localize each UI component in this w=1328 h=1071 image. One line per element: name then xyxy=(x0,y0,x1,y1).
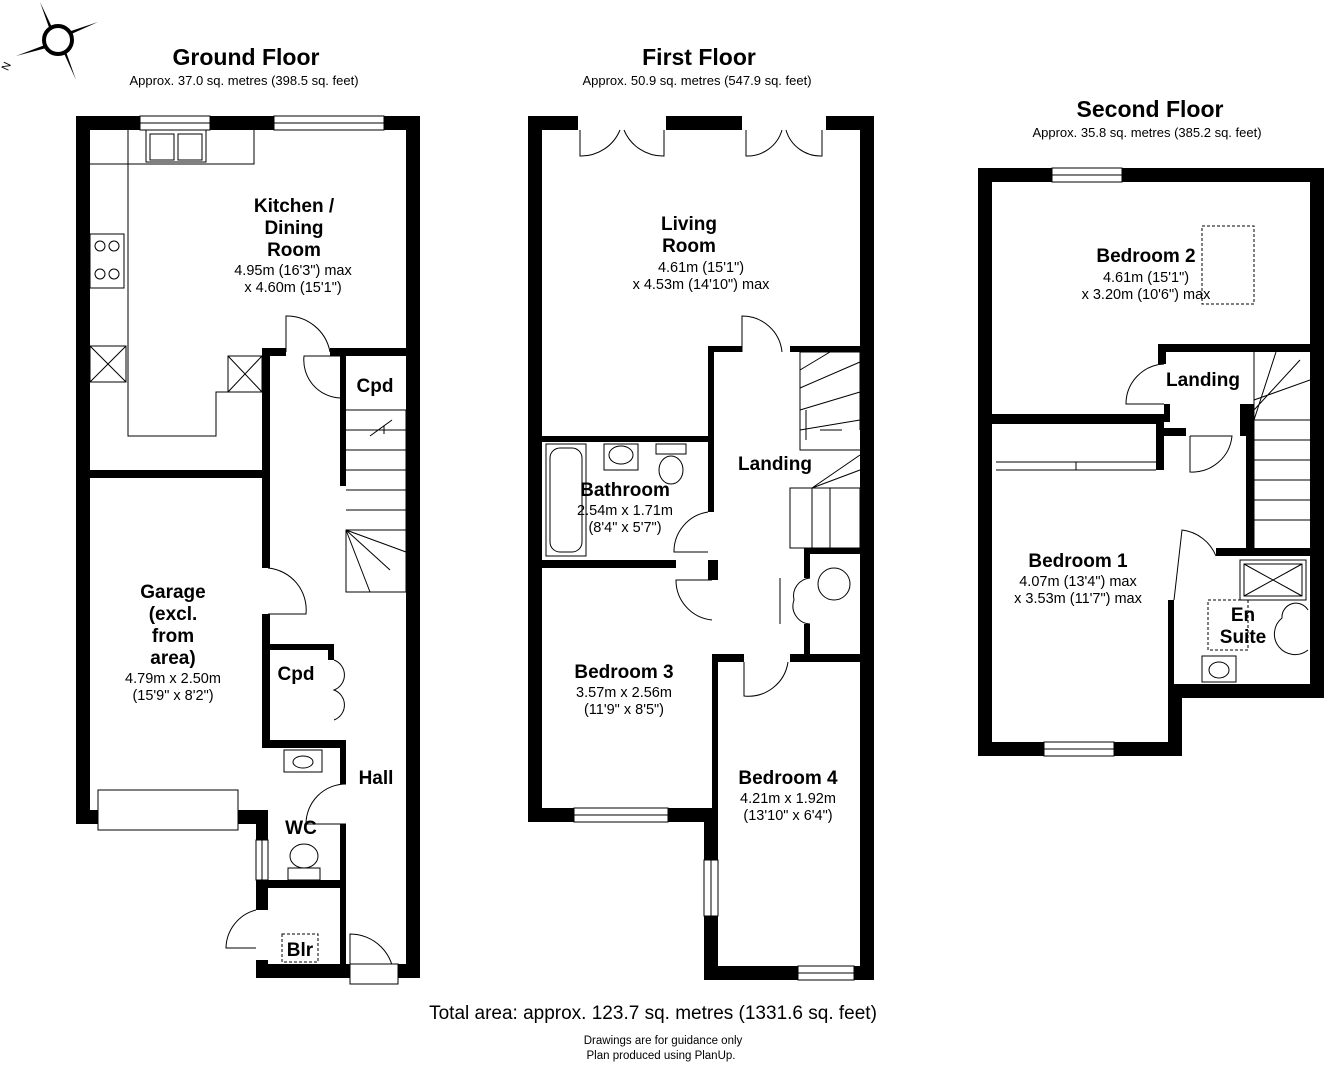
garage-dims-2: (15'9" x 8'2") xyxy=(132,688,213,704)
ensuite-name-2: Suite xyxy=(1220,627,1266,648)
cpd-lower-label: Cpd xyxy=(278,664,315,685)
first-floor-title: First Floor xyxy=(642,44,756,70)
compass-icon: N xyxy=(0,2,98,80)
bathroom-dims-2: (8'4" x 5'7") xyxy=(588,520,661,536)
bedroom3-dims-1: 3.57m x 2.56m xyxy=(576,685,672,701)
hall-label: Hall xyxy=(359,768,394,789)
bedroom1-name: Bedroom 1 xyxy=(1028,551,1128,572)
bedroom2-dims-1: 4.61m (15'1") xyxy=(1103,270,1189,286)
garage-name-1: Garage xyxy=(140,582,205,603)
guidance-note: Drawings are for guidance only xyxy=(584,1035,743,1047)
bathroom-dims-1: 2.54m x 1.71m xyxy=(577,503,673,519)
bathroom-name: Bathroom xyxy=(580,480,670,501)
wc-label: WC xyxy=(285,818,317,839)
kitchen-name-3: Room xyxy=(267,240,321,261)
living-dims-1: 4.61m (15'1") xyxy=(658,260,744,276)
garage-name-3: from xyxy=(152,626,194,647)
bedroom3-dims-2: (11'9" x 8'5") xyxy=(584,702,664,718)
bedroom4-dims-2: (13'10" x 6'4") xyxy=(743,808,832,824)
ensuite-name-1: En xyxy=(1231,605,1255,626)
second-landing-label: Landing xyxy=(1166,370,1240,391)
blr-label: Blr xyxy=(287,940,314,961)
north-label: N xyxy=(0,60,14,72)
ground-floor-area: Approx. 37.0 sq. metres (398.5 sq. feet) xyxy=(129,73,358,88)
first-floor-area: Approx. 50.9 sq. metres (547.9 sq. feet) xyxy=(582,73,811,88)
bedroom4-dims-1: 4.21m x 1.92m xyxy=(740,791,836,807)
kitchen-name-1: Kitchen / xyxy=(254,196,335,217)
ground-floor-title: Ground Floor xyxy=(173,44,320,70)
bedroom3-name: Bedroom 3 xyxy=(574,662,673,683)
bedroom1-dims-2: x 3.53m (11'7") max xyxy=(1014,591,1142,607)
kitchen-name-2: Dining xyxy=(264,218,323,239)
living-dims-2: x 4.53m (14'10") max xyxy=(633,277,771,293)
bedroom1-dims-1: 4.07m (13'4") max xyxy=(1019,574,1137,590)
planup-note: Plan produced using PlanUp. xyxy=(587,1050,736,1062)
bedroom2-dims-2: x 3.20m (10'6") max xyxy=(1082,287,1212,303)
bedroom2-name: Bedroom 2 xyxy=(1096,246,1195,267)
garage-name-2: (excl. xyxy=(149,604,198,625)
living-name-1: Living xyxy=(661,214,717,235)
kitchen-dims-1: 4.95m (16'3") max xyxy=(234,263,352,279)
first-floor-plan xyxy=(528,116,874,981)
garage-name-4: area) xyxy=(150,648,195,669)
second-floor-title: Second Floor xyxy=(1077,96,1224,122)
first-landing-label: Landing xyxy=(738,454,812,475)
second-floor-area: Approx. 35.8 sq. metres (385.2 sq. feet) xyxy=(1032,125,1261,140)
garage-dims-1: 4.79m x 2.50m xyxy=(125,671,221,687)
bedroom4-name: Bedroom 4 xyxy=(738,768,838,789)
second-floor-plan xyxy=(978,167,1324,757)
total-area: Total area: approx. 123.7 sq. metres (13… xyxy=(429,1003,877,1024)
ground-floor-plan xyxy=(76,115,420,985)
kitchen-dims-2: x 4.60m (15'1") xyxy=(244,280,341,296)
cpd-upper-label: Cpd xyxy=(357,376,394,397)
living-name-2: Room xyxy=(662,236,716,257)
